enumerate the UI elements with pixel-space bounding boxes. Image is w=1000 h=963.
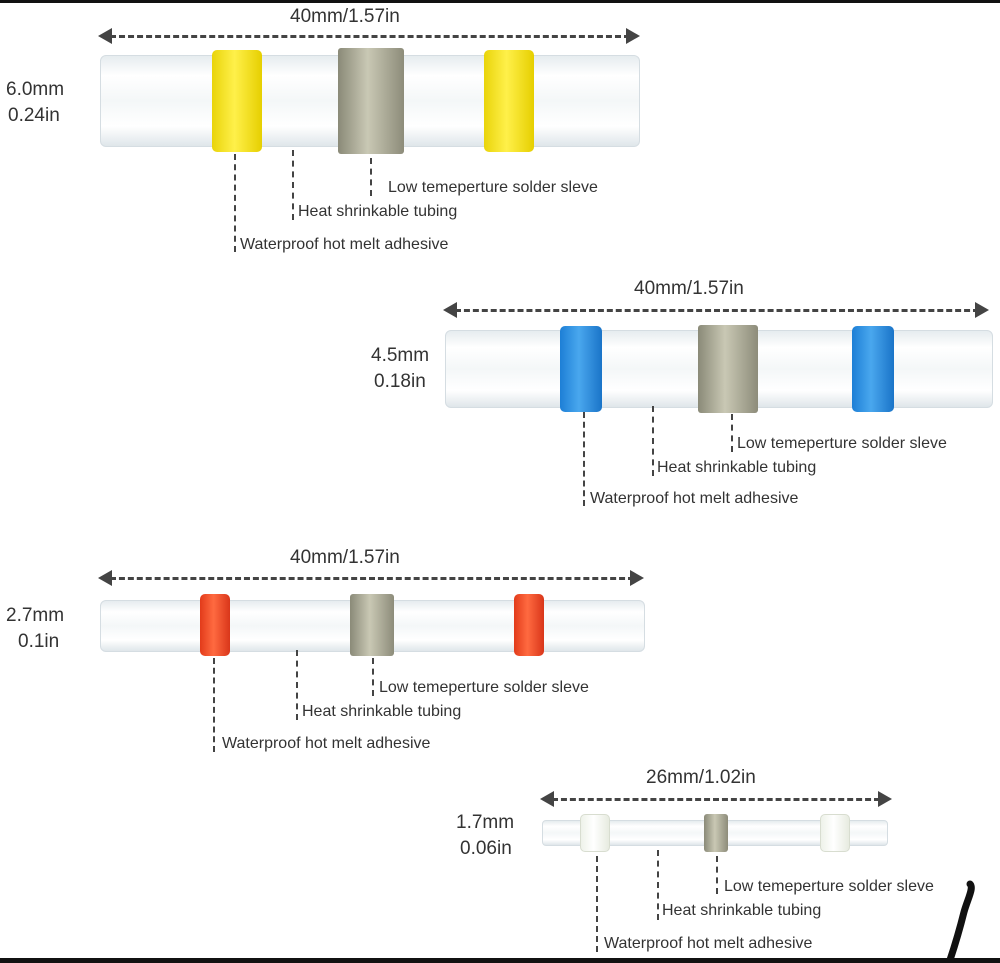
solder-sleeve xyxy=(704,814,728,852)
callout-tubing: Heat shrinkable tubing xyxy=(657,459,817,476)
diameter-mm: 2.7mm xyxy=(6,605,65,626)
callout-line-tubing xyxy=(657,850,659,920)
diameter-mm: 4.5mm xyxy=(371,345,430,366)
solder-sleeve xyxy=(338,48,404,154)
callout-solder: Low temeperture solder sleve xyxy=(379,679,589,696)
callout-line-adhesive xyxy=(583,412,585,506)
callout-tubing: Heat shrinkable tubing xyxy=(302,703,462,720)
callout-line-solder xyxy=(370,158,372,196)
bottom-border xyxy=(0,958,1000,963)
adhesive-band-left xyxy=(560,326,602,412)
callout-solder: Low temeperture solder sleve xyxy=(388,179,598,196)
callout-line-adhesive xyxy=(234,154,236,252)
diameter-in: 0.1in xyxy=(18,631,60,652)
callout-line-solder xyxy=(372,658,374,696)
length-label: 40mm/1.57in xyxy=(634,278,744,299)
length-label: 26mm/1.02in xyxy=(646,767,756,788)
callout-line-tubing xyxy=(652,406,654,476)
wire-icon xyxy=(946,880,975,960)
dimension-arrow-left-icon xyxy=(443,302,457,318)
solder-sleeve xyxy=(698,325,758,413)
adhesive-band-left xyxy=(200,594,230,656)
connector-4-5mm: 40mm/1.57in 4.5mm 0.18in Low temeperture… xyxy=(371,278,993,507)
dimension-arrow-left-icon xyxy=(540,791,554,807)
callout-line-solder xyxy=(716,856,718,894)
callout-line-adhesive xyxy=(213,658,215,752)
adhesive-band-right xyxy=(820,814,850,852)
callout-line-adhesive xyxy=(596,856,598,952)
callout-solder: Low temeperture solder sleve xyxy=(724,878,934,895)
callout-adhesive: Waterproof hot melt adhesive xyxy=(240,236,449,253)
dimension-arrow-right-icon xyxy=(975,302,989,318)
callout-line-tubing xyxy=(292,150,294,220)
top-border xyxy=(0,0,1000,3)
solder-sleeve xyxy=(350,594,394,656)
callout-adhesive: Waterproof hot melt adhesive xyxy=(604,935,813,952)
callout-tubing: Heat shrinkable tubing xyxy=(662,902,822,919)
callout-adhesive: Waterproof hot melt adhesive xyxy=(222,735,431,752)
diameter-in: 0.06in xyxy=(460,838,512,859)
connector-2-7mm: 40mm/1.57in 2.7mm 0.1in Low temeperture … xyxy=(6,547,645,752)
diameter-mm: 1.7mm xyxy=(456,812,515,833)
diameter-in: 0.24in xyxy=(8,105,60,126)
callout-line-solder xyxy=(731,414,733,452)
dimension-arrow-right-icon xyxy=(878,791,892,807)
callout-adhesive: Waterproof hot melt adhesive xyxy=(590,490,799,507)
adhesive-band-left xyxy=(580,814,610,852)
callout-tubing: Heat shrinkable tubing xyxy=(298,203,458,220)
length-label: 40mm/1.57in xyxy=(290,547,400,568)
dimension-arrow-right-icon xyxy=(626,28,640,44)
length-dimension-line xyxy=(455,309,979,312)
length-dimension-line xyxy=(110,577,634,580)
length-label: 40mm/1.57in xyxy=(290,6,400,27)
length-dimension-line xyxy=(110,35,630,38)
diameter-in: 0.18in xyxy=(374,371,426,392)
length-dimension-line xyxy=(552,798,880,801)
adhesive-band-right xyxy=(514,594,544,656)
adhesive-band-right xyxy=(852,326,894,412)
adhesive-band-right xyxy=(484,50,534,152)
connector-6mm: 40mm/1.57in 6.0mm 0.24in Low temeperture… xyxy=(0,0,1000,260)
dimension-arrow-left-icon xyxy=(98,28,112,44)
dimension-arrow-left-icon xyxy=(98,570,112,586)
dimension-arrow-right-icon xyxy=(630,570,644,586)
diameter-mm: 6.0mm xyxy=(6,79,65,100)
callout-line-tubing xyxy=(296,650,298,720)
adhesive-band-left xyxy=(212,50,262,152)
callout-solder: Low temeperture solder sleve xyxy=(737,435,947,452)
